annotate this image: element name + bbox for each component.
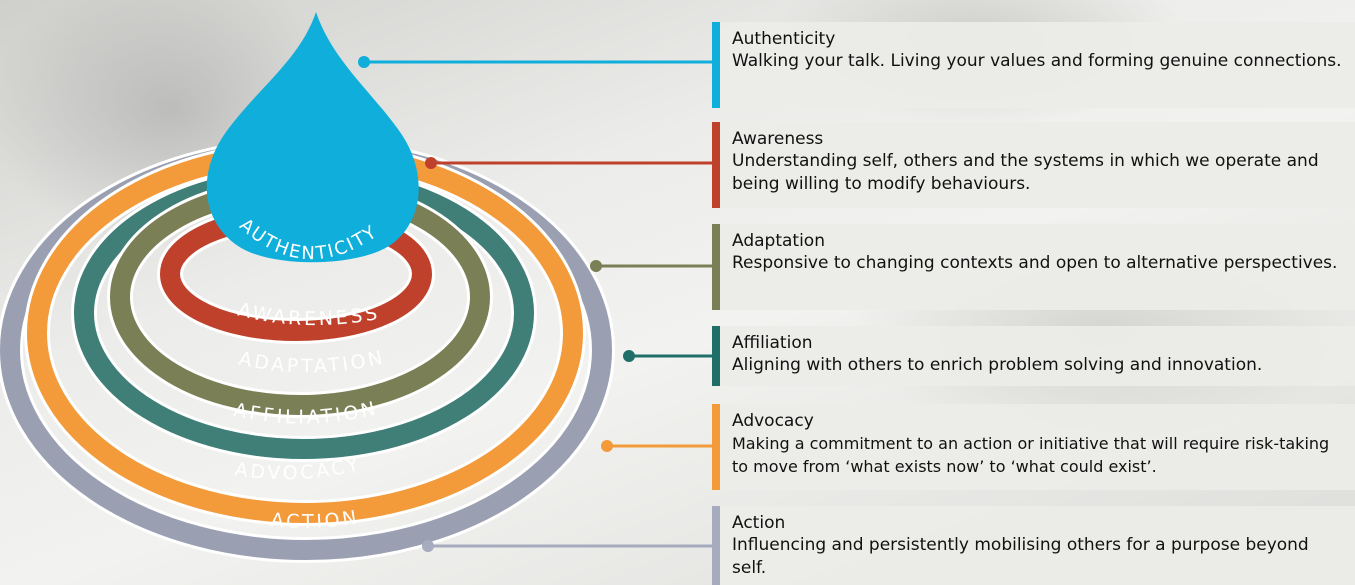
connector-authenticity xyxy=(358,56,712,68)
connector-action xyxy=(422,540,712,552)
connector-adaptation xyxy=(590,260,712,272)
drop-shape xyxy=(206,12,419,263)
card-title-action: Action xyxy=(732,513,786,533)
card-title-advocacy: Advocacy xyxy=(732,411,814,431)
card-text-adaptation: Responsive to changing contexts and open… xyxy=(732,253,1338,273)
card-awareness: Awareness Understanding self, others and… xyxy=(712,122,1355,208)
card-authenticity: Authenticity Walking your talk. Living y… xyxy=(712,22,1355,108)
connector-advocacy xyxy=(601,440,712,452)
card-text-authenticity: Walking your talk. Living your values an… xyxy=(732,51,1342,71)
layers-diagram: ACTION ADVOCACY AFFILIATION ADAPTATION A… xyxy=(0,12,712,563)
card-adaptation: Adaptation Responsive to changing contex… xyxy=(712,224,1355,310)
card-action: Action Influencing and persistently mobi… xyxy=(712,506,1355,585)
connector-affiliation xyxy=(623,350,712,362)
card-title-authenticity: Authenticity xyxy=(732,29,836,49)
card-title-adaptation: Adaptation xyxy=(732,231,825,251)
card-affiliation: Affiliation Aligning with others to enri… xyxy=(712,326,1355,386)
card-text-action: Influencing and persistently mobilising … xyxy=(732,535,1309,578)
card-title-awareness: Awareness xyxy=(732,129,824,149)
card-text-affiliation: Aligning with others to enrich problem s… xyxy=(732,355,1263,375)
card-text-advocacy: Making a commitment to an action or init… xyxy=(732,434,1330,476)
card-text-awareness: Understanding self, others and the syste… xyxy=(732,151,1319,194)
ring-label-adaptation: ADAPTATION xyxy=(237,346,388,378)
card-advocacy: Advocacy Making a commitment to an actio… xyxy=(712,404,1355,490)
card-title-affiliation: Affiliation xyxy=(732,333,813,353)
ring-label-adaptation-text: ADAPTATION xyxy=(237,346,385,378)
connector-awareness xyxy=(425,157,712,169)
